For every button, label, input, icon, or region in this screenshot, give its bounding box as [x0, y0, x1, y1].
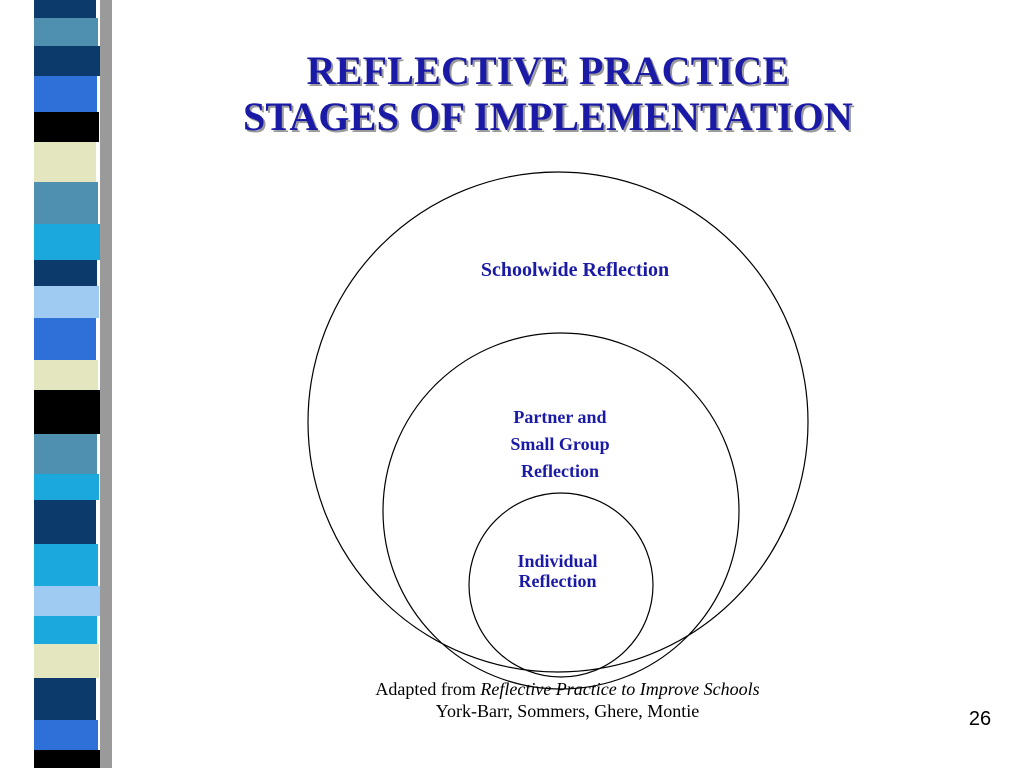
citation-authors: York-Barr, Sommers, Ghere, Montie: [435, 701, 700, 721]
stripe-block: [34, 182, 98, 224]
middle-circle-label: Partner and Small Group Reflection: [450, 404, 670, 485]
stripe-block: [34, 720, 98, 750]
stripe-block: [34, 360, 98, 390]
stripe-block: [34, 474, 99, 500]
stripe-block: [34, 224, 100, 260]
stripe-blocks: [34, 0, 100, 768]
stripe-block: [34, 0, 96, 18]
outer-circle: [307, 171, 809, 673]
stripe-block: [34, 586, 100, 616]
stripe-block: [34, 678, 96, 720]
stripe-block: [34, 286, 99, 318]
slide-title: REFLECTIVE PRACTICE STAGES OF IMPLEMENTA…: [140, 48, 956, 140]
stripe-block: [34, 616, 97, 644]
stripe-block: [34, 76, 97, 112]
stripe-block: [34, 644, 99, 678]
citation: Adapted from Reflective Practice to Impr…: [290, 678, 845, 722]
stripe-block: [34, 390, 100, 434]
middle-circle-label-line: Partner and: [513, 407, 607, 427]
slide-title-line-2: STAGES OF IMPLEMENTATION: [242, 94, 854, 139]
citation-line-1: Adapted from Reflective Practice to Impr…: [290, 678, 845, 700]
outer-circle-label: Schoolwide Reflection: [480, 259, 670, 281]
citation-prefix: Adapted from: [375, 679, 481, 699]
stripe-block: [34, 260, 97, 286]
page-number: 26: [968, 708, 992, 730]
decorative-stripe-band: [34, 0, 112, 768]
inner-circle-label: Individual Reflection: [480, 551, 635, 591]
inner-circle-label-line: Reflection: [518, 571, 597, 591]
middle-circle-label-line: Reflection: [521, 461, 599, 481]
inner-circle: [468, 492, 654, 678]
inner-circle-label-line: Individual: [517, 551, 598, 571]
stripe-block: [34, 18, 98, 46]
middle-circle-label-line: Small Group: [510, 434, 610, 454]
middle-circle: [382, 332, 740, 690]
stripe-block: [34, 500, 96, 544]
stripe-block: [34, 142, 96, 182]
stripe-block: [34, 112, 99, 142]
citation-book-title: Reflective Practice to Improve Schools: [480, 679, 760, 699]
stripe-block: [34, 434, 97, 474]
stripe-shadow: [100, 0, 112, 768]
stripe-block: [34, 46, 100, 76]
stripe-block: [34, 318, 96, 360]
stripe-block: [34, 750, 100, 768]
slide-title-line-1: REFLECTIVE PRACTICE: [306, 48, 790, 93]
stripe-block: [34, 544, 98, 586]
